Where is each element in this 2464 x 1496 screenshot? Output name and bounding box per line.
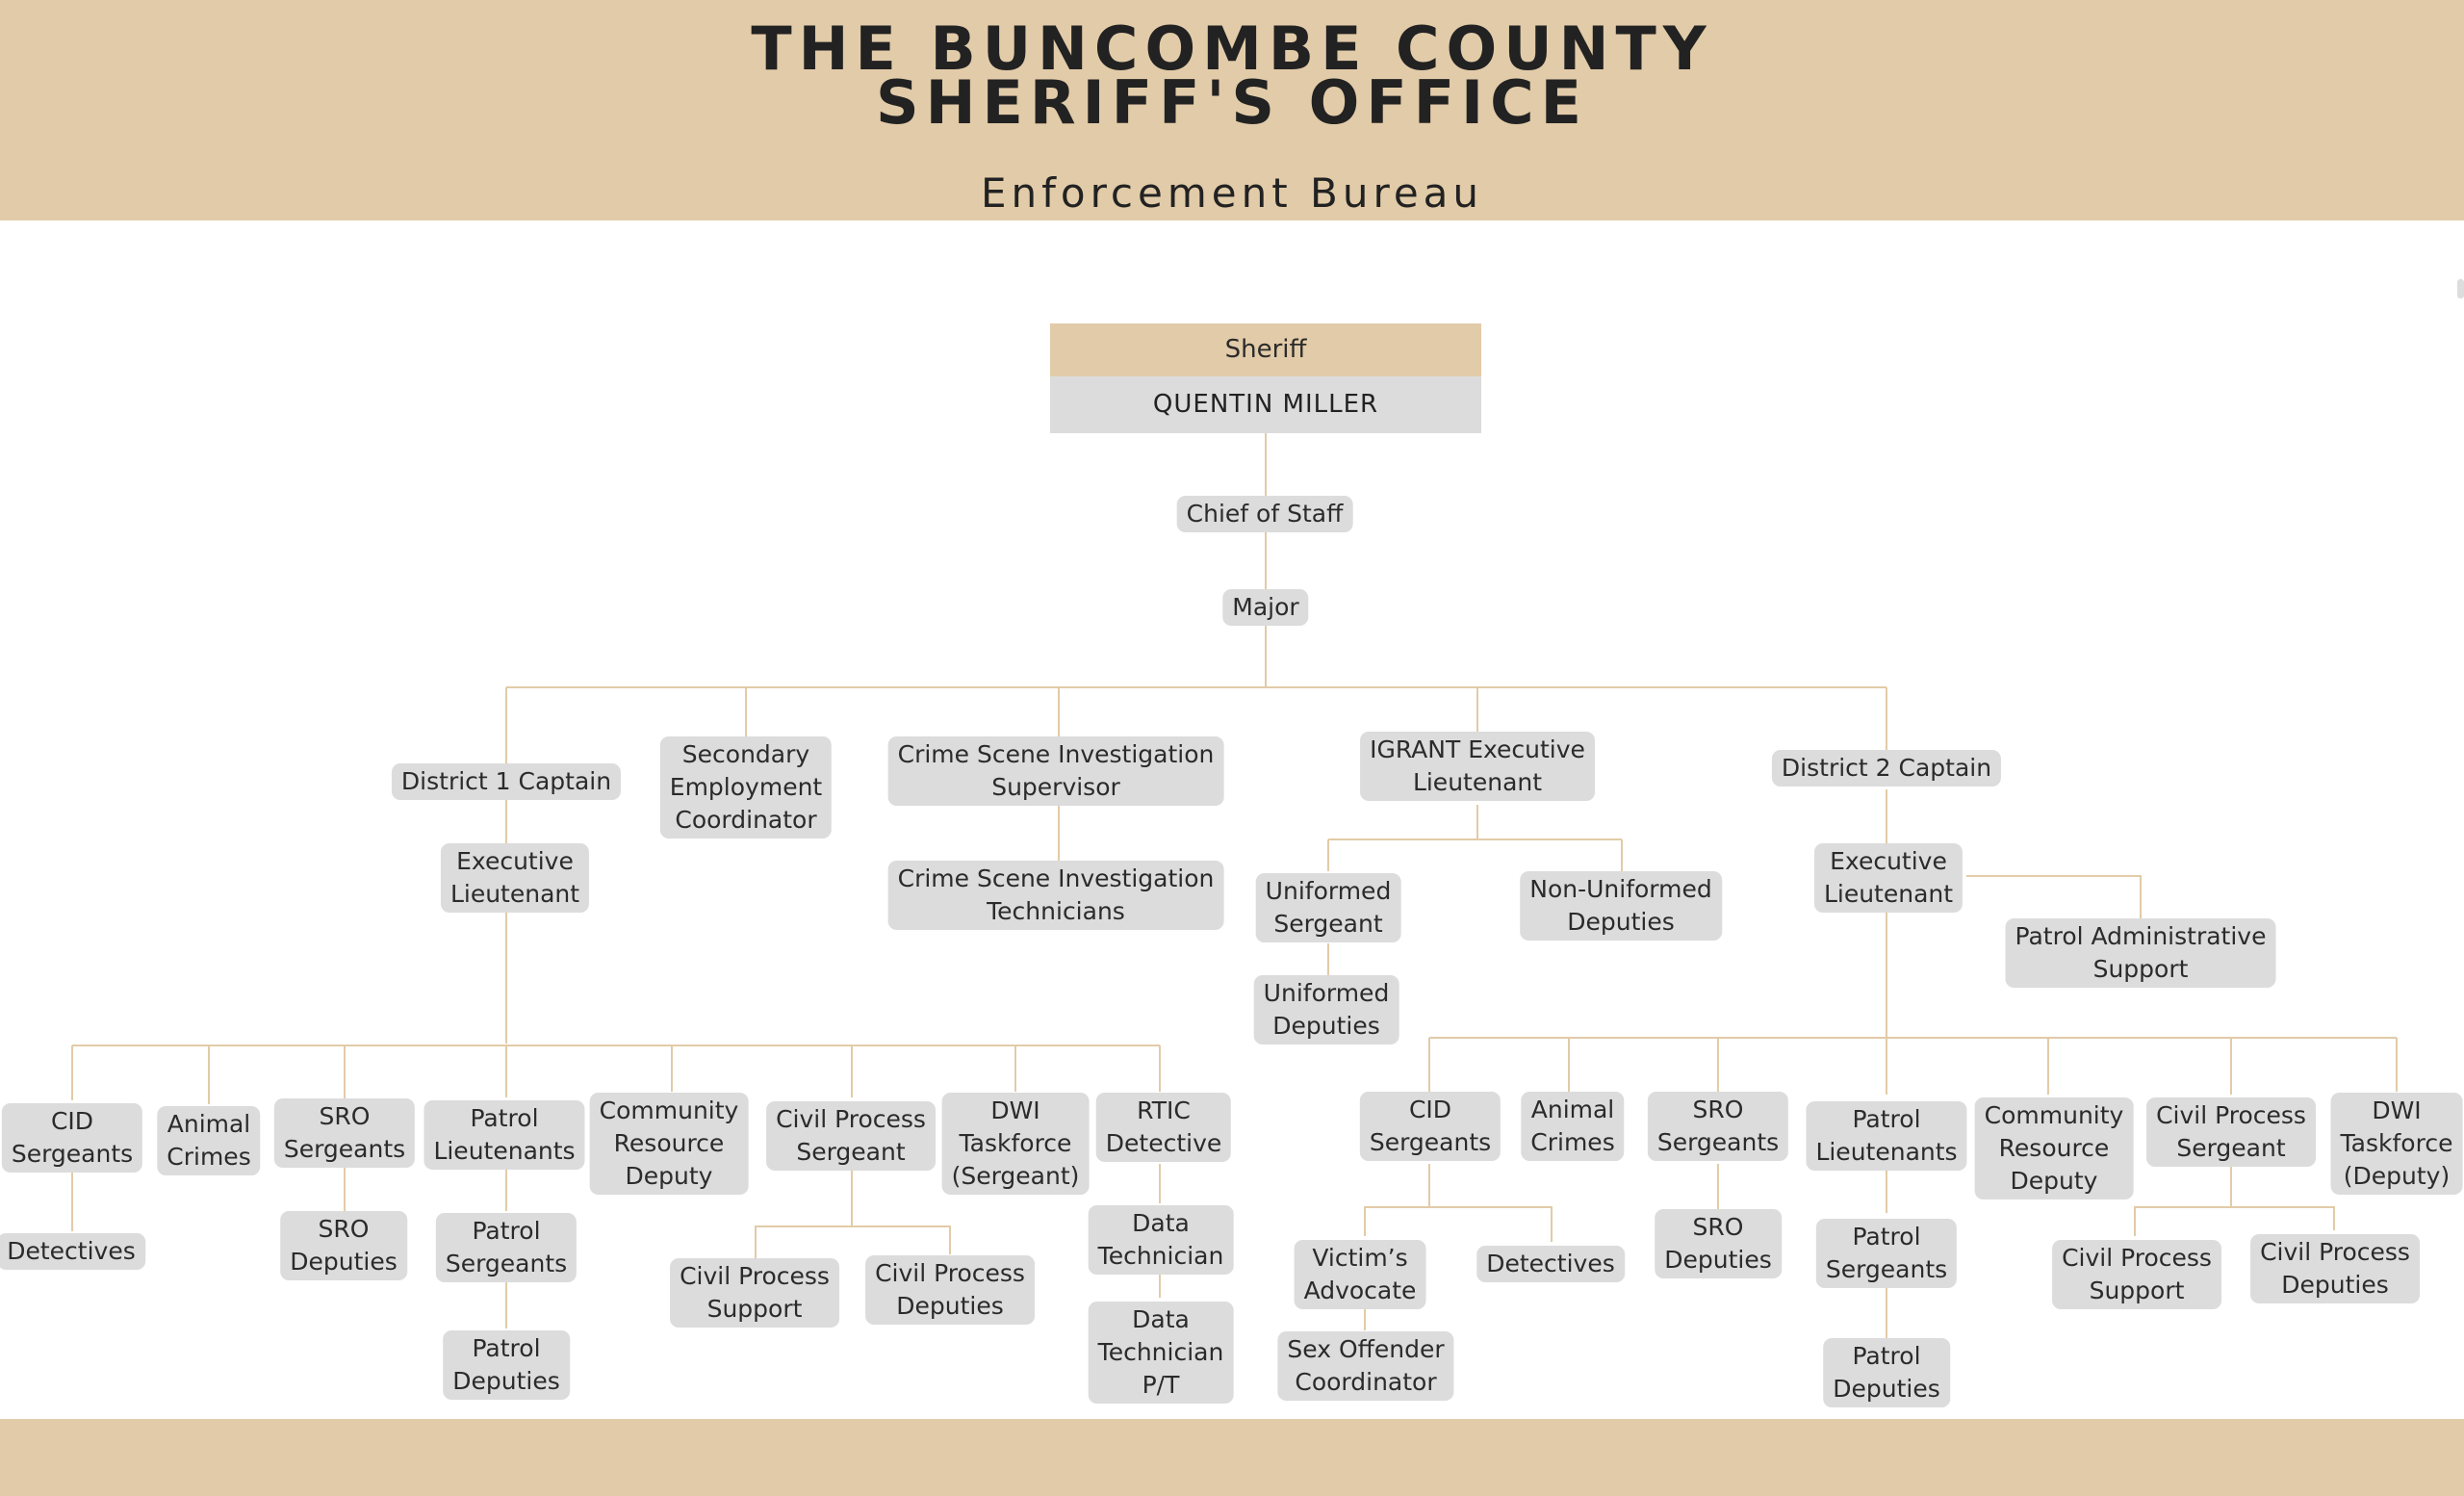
sheriff-name: QUENTIN MILLER <box>1050 376 1481 433</box>
node-d2-dwi-taskforce-deputy: DWI Taskforce (Deputy) <box>2330 1093 2463 1195</box>
node-igrant-executive-lieutenant: IGRANT Executive Lieutenant <box>1360 732 1595 801</box>
node-d1-data-technician-pt: Data Technician P/T <box>1088 1302 1234 1404</box>
sheriff-role: Sheriff <box>1050 323 1481 376</box>
node-d1-civil-process-sergeant: Civil Process Sergeant <box>766 1101 936 1171</box>
title-line-2: SHERIFF'S OFFICE <box>876 67 1588 138</box>
node-d2-victims-advocate: Victim’s Advocate <box>1294 1240 1426 1309</box>
node-d1-cid-sergeants: CID Sergeants <box>1 1103 143 1173</box>
node-d2-cid-sergeants: CID Sergeants <box>1359 1092 1502 1161</box>
node-d1-civil-process-deputies: Civil Process Deputies <box>865 1255 1035 1325</box>
node-d2-patrol-lieutenants: Patrol Lieutenants <box>1806 1101 1967 1171</box>
footer-banner <box>0 1419 2464 1496</box>
node-d1-detectives: Detectives <box>0 1233 145 1270</box>
node-d1-patrol-deputies: Patrol Deputies <box>443 1330 570 1400</box>
node-executive-lieutenant-d2: Executive Lieutenant <box>1813 843 1964 913</box>
header-banner: THE BUNCOMBE COUNTY SHERIFF'S OFFICE Enf… <box>0 0 2464 220</box>
node-patrol-administrative-support: Patrol Administrative Support <box>2005 918 2276 988</box>
sheriff-box: Sheriff QUENTIN MILLER <box>1050 323 1481 433</box>
node-d2-civil-process-deputies: Civil Process Deputies <box>2250 1234 2420 1303</box>
node-d1-patrol-lieutenants: Patrol Lieutenants <box>424 1100 585 1170</box>
node-d2-community-resource-deputy: Community Resource Deputy <box>1974 1097 2134 1199</box>
page-edge-marker <box>2457 279 2464 298</box>
node-chief-of-staff: Chief of Staff <box>1176 496 1353 532</box>
node-d2-detectives: Detectives <box>1476 1246 1625 1282</box>
node-d1-civil-process-support: Civil Process Support <box>670 1258 839 1328</box>
bureau-subtitle: Enforcement Bureau <box>980 169 1484 217</box>
node-uniformed-sergeant: Uniformed Sergeant <box>1255 873 1401 942</box>
node-secondary-employment-coordinator: Secondary Employment Coordinator <box>659 736 833 838</box>
node-d1-animal-crimes: Animal Crimes <box>157 1106 261 1175</box>
node-major: Major <box>1222 589 1309 626</box>
node-non-uniformed-deputies: Non-Uniformed Deputies <box>1520 871 1722 941</box>
node-d2-sro-sergeants: SRO Sergeants <box>1647 1092 1789 1161</box>
node-d2-patrol-sergeants: Patrol Sergeants <box>1815 1219 1958 1288</box>
title-line-1: THE BUNCOMBE COUNTY <box>751 13 1713 84</box>
node-d2-patrol-deputies: Patrol Deputies <box>1823 1338 1950 1407</box>
node-d1-community-resource-deputy: Community Resource Deputy <box>589 1093 749 1195</box>
node-d2-civil-process-sergeant: Civil Process Sergeant <box>2146 1097 2316 1167</box>
node-d1-data-technician: Data Technician <box>1088 1205 1234 1275</box>
node-district-2-captain: District 2 Captain <box>1771 750 2002 787</box>
node-d2-civil-process-support: Civil Process Support <box>2052 1240 2221 1309</box>
node-d1-sro-deputies: SRO Deputies <box>280 1211 407 1280</box>
node-d1-sro-sergeants: SRO Sergeants <box>273 1098 416 1168</box>
node-csi-supervisor: Crime Scene Investigation Supervisor <box>887 736 1224 806</box>
node-d2-sex-offender-coordinator: Sex Offender Coordinator <box>1277 1331 1454 1401</box>
node-d1-dwi-taskforce-sergeant: DWI Taskforce (Sergeant) <box>941 1093 1090 1195</box>
node-d2-sro-deputies: SRO Deputies <box>1655 1209 1782 1278</box>
node-executive-lieutenant-d1: Executive Lieutenant <box>440 843 590 913</box>
node-district-1-captain: District 1 Captain <box>391 763 622 800</box>
node-csi-technicians: Crime Scene Investigation Technicians <box>887 861 1224 930</box>
node-d1-rtic-detective: RTIC Detective <box>1095 1093 1232 1162</box>
node-uniformed-deputies: Uniformed Deputies <box>1253 975 1399 1045</box>
node-d1-patrol-sergeants: Patrol Sergeants <box>435 1213 578 1282</box>
node-d2-animal-crimes: Animal Crimes <box>1521 1092 1625 1161</box>
